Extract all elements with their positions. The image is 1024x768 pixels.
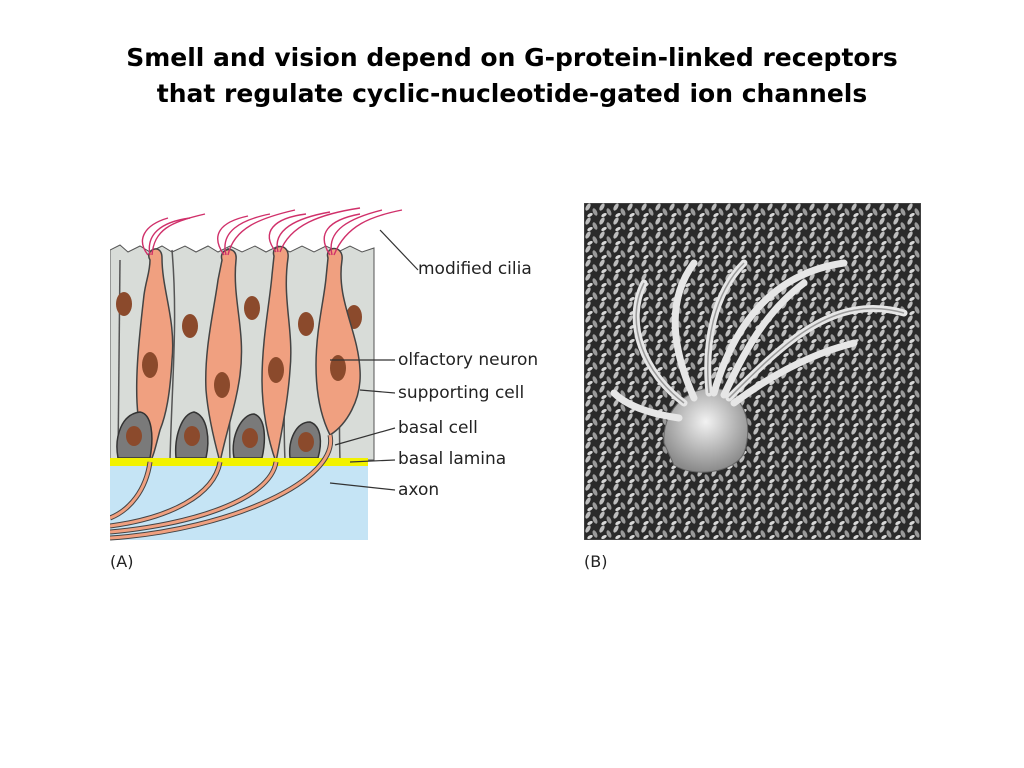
supporting-cell-nuclei (116, 292, 362, 338)
label-olfactory-neuron: olfactory neuron (398, 350, 538, 370)
label-axon: axon (398, 480, 439, 500)
slide-title: Smell and vision depend on G-protein-lin… (0, 40, 1024, 112)
callout-leaders (329, 229, 419, 491)
cilia-micrograph (584, 203, 921, 540)
panel-a-label: (A) (110, 552, 134, 571)
dendritic-knob (663, 387, 749, 473)
neuron-nuclei (142, 352, 346, 398)
modified-cilia (141, 207, 403, 256)
panel-b-label: (B) (584, 552, 608, 571)
title-line-2: that regulate cyclic-nucleotide-gated io… (156, 79, 868, 108)
label-supporting-cell: supporting cell (398, 383, 524, 403)
olfactory-neurons (135, 245, 361, 465)
title-line-1: Smell and vision depend on G-protein-lin… (126, 43, 898, 72)
basal-cell-nuclei (126, 426, 314, 452)
olfactory-epithelium-diagram: modified cilia olfactory neuron supporti… (110, 207, 538, 541)
label-basal-lamina: basal lamina (398, 449, 506, 469)
label-basal-cell: basal cell (398, 418, 478, 438)
label-modified-cilia: modified cilia (418, 259, 532, 279)
basal-lamina (110, 458, 368, 466)
